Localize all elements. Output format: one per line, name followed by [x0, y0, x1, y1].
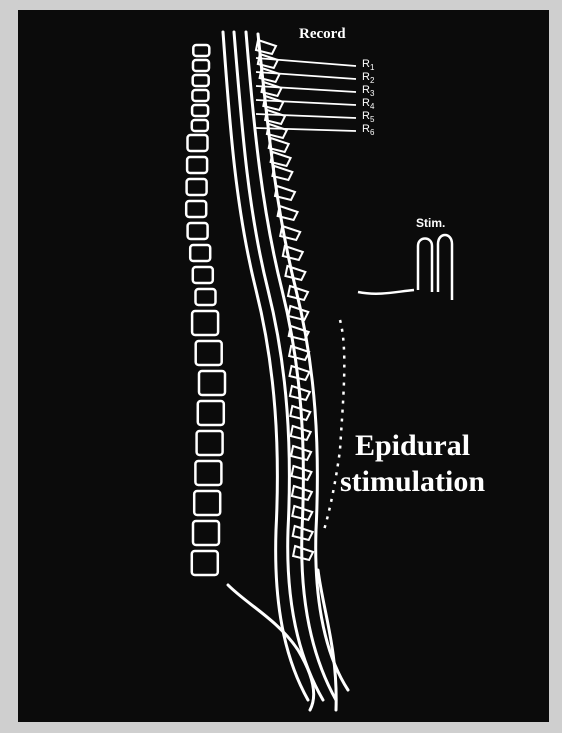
electrode-letter: R	[362, 58, 370, 70]
vertebra-20	[195, 461, 221, 485]
caption-line-1: Epidural	[340, 428, 485, 464]
vertebral-bodies	[186, 45, 225, 575]
record-lead-6	[256, 128, 356, 131]
stim-lead-right	[438, 235, 452, 300]
spinous-process-23	[291, 426, 311, 440]
vertebra-19	[197, 431, 223, 455]
vertebra-14	[196, 289, 216, 305]
electrode-label-6: R6	[362, 123, 374, 137]
vertebra-12	[190, 245, 210, 261]
vertebra-17	[199, 371, 225, 395]
caption-line-2: stimulation	[340, 464, 485, 500]
record-lead-2	[256, 72, 356, 79]
vertebra-10	[186, 201, 206, 217]
spinous-process-20	[290, 366, 310, 380]
vertebra-1	[193, 45, 209, 56]
stim-label: Stim.	[416, 216, 445, 230]
vertebra-8	[187, 157, 207, 173]
vertebra-13	[193, 267, 213, 283]
vertebra-23	[192, 551, 218, 575]
record-lead-1	[256, 58, 356, 66]
spinous-process-19	[289, 346, 309, 360]
record-lead-3	[256, 86, 356, 92]
spine-illustration	[18, 10, 549, 722]
electrode-index: 6	[370, 128, 374, 137]
vertebra-21	[194, 491, 220, 515]
electrode-letter: R	[362, 123, 370, 135]
vertebra-11	[188, 223, 208, 239]
spinous-process-15	[285, 266, 305, 280]
spinous-process-25	[292, 466, 312, 480]
vertebra-9	[187, 179, 207, 195]
vertebra-22	[193, 521, 219, 545]
vertebra-3	[193, 75, 209, 86]
vertebra-6	[192, 120, 208, 131]
stim-wire	[358, 290, 414, 294]
record-lead-5	[256, 114, 356, 118]
electrode-letter: R	[362, 84, 370, 96]
record-label: Record	[299, 26, 346, 43]
electrode-letter: R	[362, 110, 370, 122]
electrode-letter: R	[362, 71, 370, 83]
spinous-process-17	[288, 306, 308, 320]
electrode-letter: R	[362, 97, 370, 109]
vertebra-7	[188, 135, 208, 151]
vertebra-5	[192, 105, 208, 116]
vertebra-4	[192, 90, 208, 101]
stim-lead-left	[418, 239, 432, 293]
vertebra-15	[192, 311, 218, 335]
record-lead-4	[256, 100, 356, 105]
vertebra-2	[193, 60, 209, 71]
vertebra-16	[196, 341, 222, 365]
epidural-stimulation-caption: Epidural stimulation	[340, 428, 485, 500]
vertebra-18	[198, 401, 224, 425]
spinous-process-24	[291, 446, 311, 460]
